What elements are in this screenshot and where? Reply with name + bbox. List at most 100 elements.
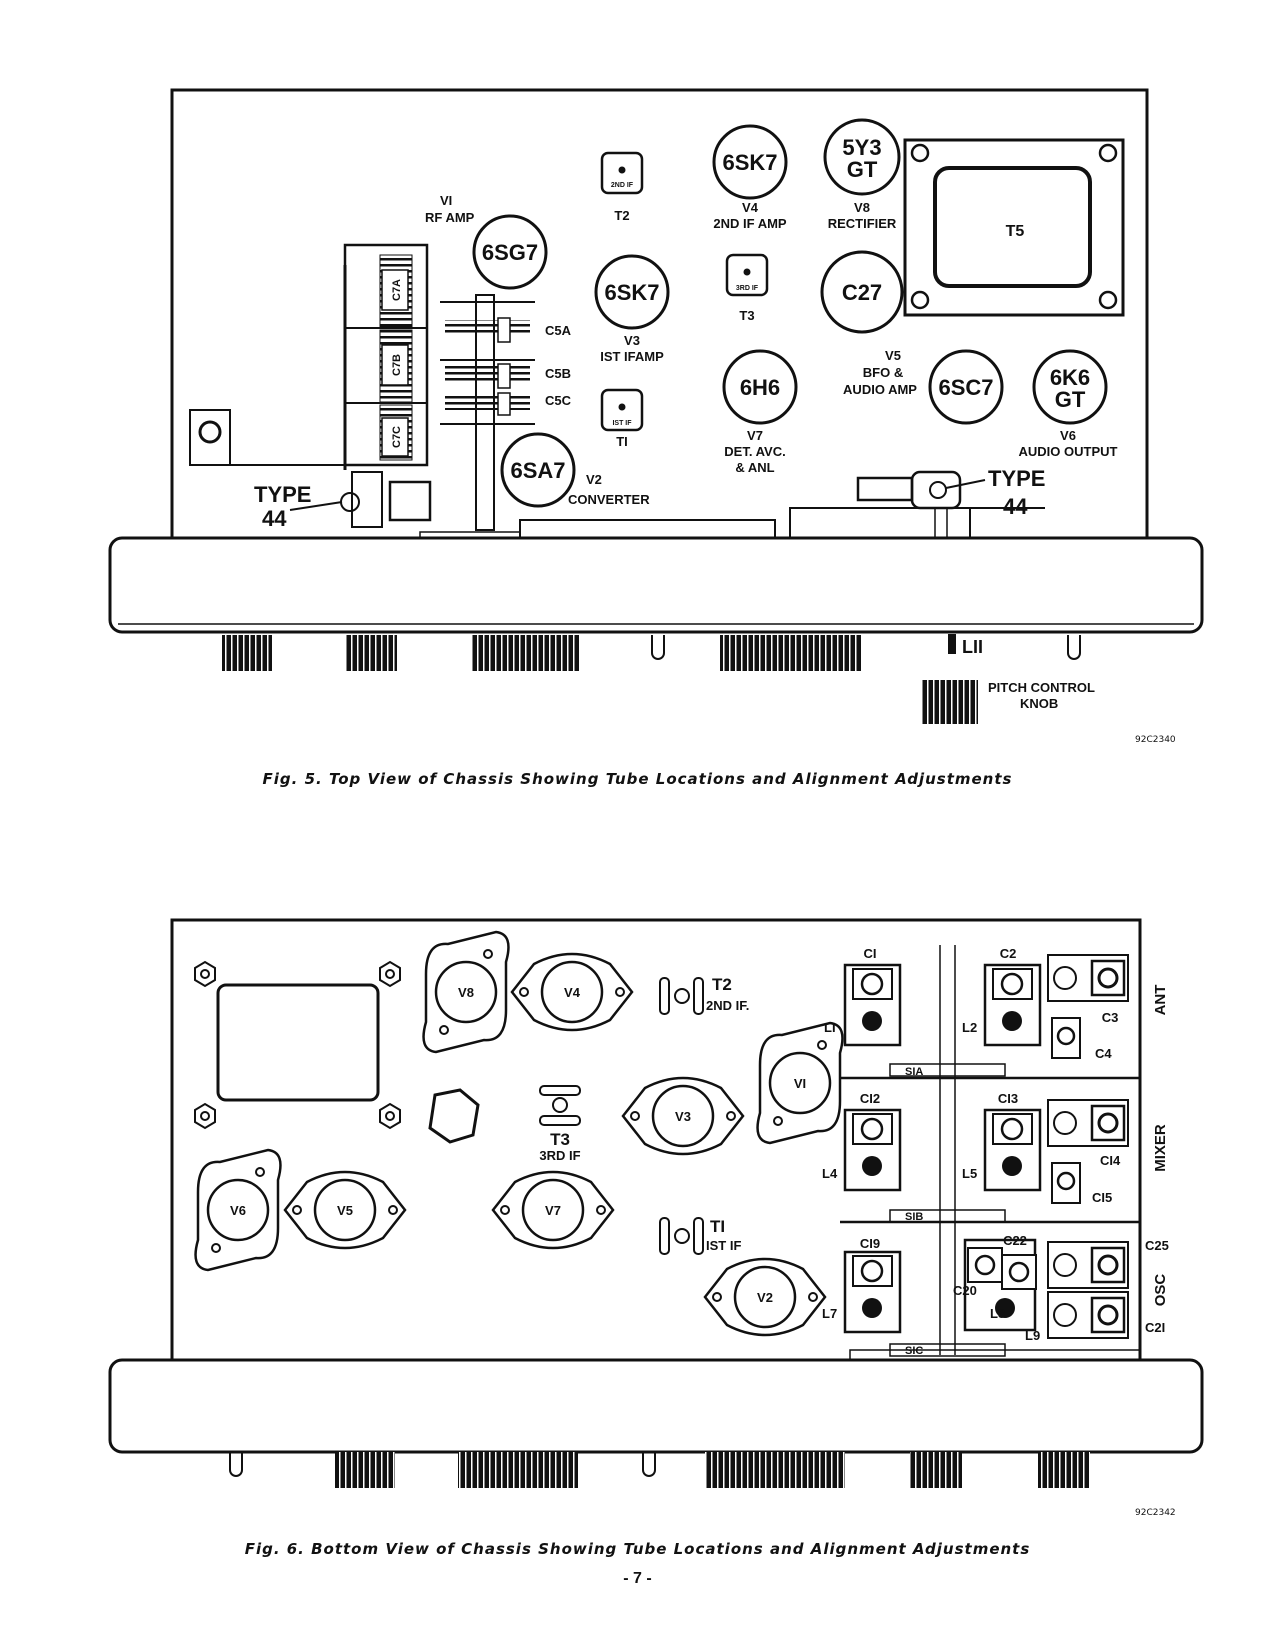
label-t3-bottom-desc: 3RD IF <box>539 1148 580 1163</box>
label-v7-desc2: & ANL <box>735 460 774 475</box>
socket-label-v6: V6 <box>230 1203 246 1218</box>
transformer-t5 <box>903 138 1125 317</box>
label-t1-bottom-desc: IST IF <box>706 1238 741 1253</box>
bottom-knob-1 <box>335 1452 395 1488</box>
label-c2: C2 <box>1000 946 1017 961</box>
label-c4: C4 <box>1095 1046 1112 1061</box>
socket-v4: V4 <box>510 952 634 1032</box>
coil-can-3 <box>843 1108 902 1192</box>
socket-v5: V5 <box>283 1170 407 1250</box>
label-c5a: C5A <box>545 323 572 338</box>
label-pitch-control: PITCH CONTROL <box>988 680 1095 695</box>
lug-t3 <box>539 1085 581 1126</box>
power-transformer-cutout <box>216 983 380 1102</box>
lug-t2 <box>659 977 704 1015</box>
label-pitch-knob: KNOB <box>1020 696 1058 711</box>
label-c13: CI3 <box>998 1091 1018 1106</box>
label-v5-desc2: AUDIO AMP <box>843 382 917 397</box>
label-s1b: SIB <box>905 1211 923 1223</box>
pitch-control-knob <box>922 680 978 724</box>
label-v8: V8 <box>854 200 870 215</box>
if-can-t1 <box>600 388 644 432</box>
label-c19: CI9 <box>860 1236 880 1251</box>
label-v2-desc: CONVERTER <box>568 492 650 507</box>
socket-label-v5: V5 <box>337 1203 353 1218</box>
fig6-caption: Fig. 6. Bottom View of Chassis Showing T… <box>244 1540 1031 1558</box>
label-t1-bottom: TI <box>710 1217 725 1236</box>
label-t1: TI <box>616 434 628 449</box>
tube-6sk7-v4: 6SK7 <box>712 124 788 200</box>
page-number: - 7 - <box>623 1570 652 1587</box>
label-c14: CI4 <box>1100 1153 1121 1168</box>
pilot-lamp-right <box>856 470 1045 539</box>
label-t2-bottom: T2 <box>712 975 732 994</box>
fig5-code: 92C2340 <box>1135 735 1176 745</box>
socket-v2: V2 <box>703 1257 827 1337</box>
tube-label-5y3gt-1: 5Y3 <box>842 135 881 160</box>
trimmer-2 <box>1047 1099 1129 1147</box>
socket-label-v8: V8 <box>458 985 474 1000</box>
label-t3: T3 <box>739 308 754 323</box>
label-t2: T2 <box>614 208 629 223</box>
label-v1: VI <box>440 193 452 208</box>
label-l8: L8 <box>990 1306 1005 1321</box>
small-trimmer-2 <box>1051 1162 1081 1204</box>
capacitor-gang-c7 <box>343 243 429 470</box>
trimmer-1 <box>1047 954 1129 1002</box>
label-type-right-num: 44 <box>1003 494 1028 519</box>
socket-v1: VI <box>756 1021 844 1145</box>
label-s1a: SIA <box>905 1066 923 1078</box>
trimmer-3 <box>1047 1241 1129 1289</box>
tube-label-6sc7: 6SC7 <box>938 375 993 400</box>
tube-6sg7: 6SG7 <box>472 214 548 290</box>
label-v2: V2 <box>586 472 602 487</box>
label-v6: V6 <box>1060 428 1076 443</box>
label-c25: C25 <box>1145 1238 1169 1253</box>
mounting-nuts <box>194 960 401 1130</box>
front-panel-top <box>108 536 1204 634</box>
tube-label-c27: C27 <box>842 280 882 305</box>
label-t2-bottom-desc: 2ND IF. <box>706 998 749 1013</box>
label-type-right: TYPE <box>988 466 1045 491</box>
knob-2 <box>345 635 397 671</box>
small-trimmer-1 <box>1051 1017 1081 1059</box>
tube-label-6sk7-v4: 6SK7 <box>722 150 777 175</box>
label-mixer: MIXER <box>1152 1124 1169 1172</box>
label-v8-desc: RECTIFIER <box>828 216 897 231</box>
label-v4: V4 <box>742 200 759 215</box>
tube-label-6sa7: 6SA7 <box>510 458 565 483</box>
label-l1: LI <box>824 1020 836 1035</box>
rf-coil-compartment <box>840 945 1141 1361</box>
label-l7: L7 <box>822 1306 837 1321</box>
label-c7c: C7C <box>391 426 403 448</box>
coil-can-osc-c20-c22 <box>963 1238 1037 1332</box>
label-v6-desc: AUDIO OUTPUT <box>1019 444 1118 459</box>
socket-v3: V3 <box>621 1076 745 1156</box>
label-c1: CI <box>864 946 877 961</box>
tube-6sk7-v3: 6SK7 <box>594 254 670 330</box>
tag-t1: IST IF <box>612 420 632 427</box>
socket-v6: V6 <box>194 1148 282 1272</box>
bottom-knob-3 <box>705 1452 845 1488</box>
socket-v8: V8 <box>422 930 510 1054</box>
label-type-left-num: 44 <box>262 506 287 531</box>
label-l2: L2 <box>962 1020 977 1035</box>
label-ant: ANT <box>1152 985 1169 1016</box>
fig6-code: 92C2342 <box>1135 1508 1176 1518</box>
knob-1 <box>222 635 272 671</box>
tube-label-6k6gt-1: 6K6 <box>1050 365 1090 390</box>
lug-t1 <box>659 1217 704 1255</box>
bottom-knob-4 <box>910 1452 962 1488</box>
fig5-caption: Fig. 5. Top View of Chassis Showing Tube… <box>262 770 1013 788</box>
grommet <box>428 1088 480 1144</box>
pilot-lamp-left <box>289 471 432 528</box>
label-l4: L4 <box>822 1166 838 1181</box>
label-c12: CI2 <box>860 1091 880 1106</box>
coil-can-2 <box>983 963 1042 1047</box>
tag-t2: 2ND IF <box>611 182 634 189</box>
